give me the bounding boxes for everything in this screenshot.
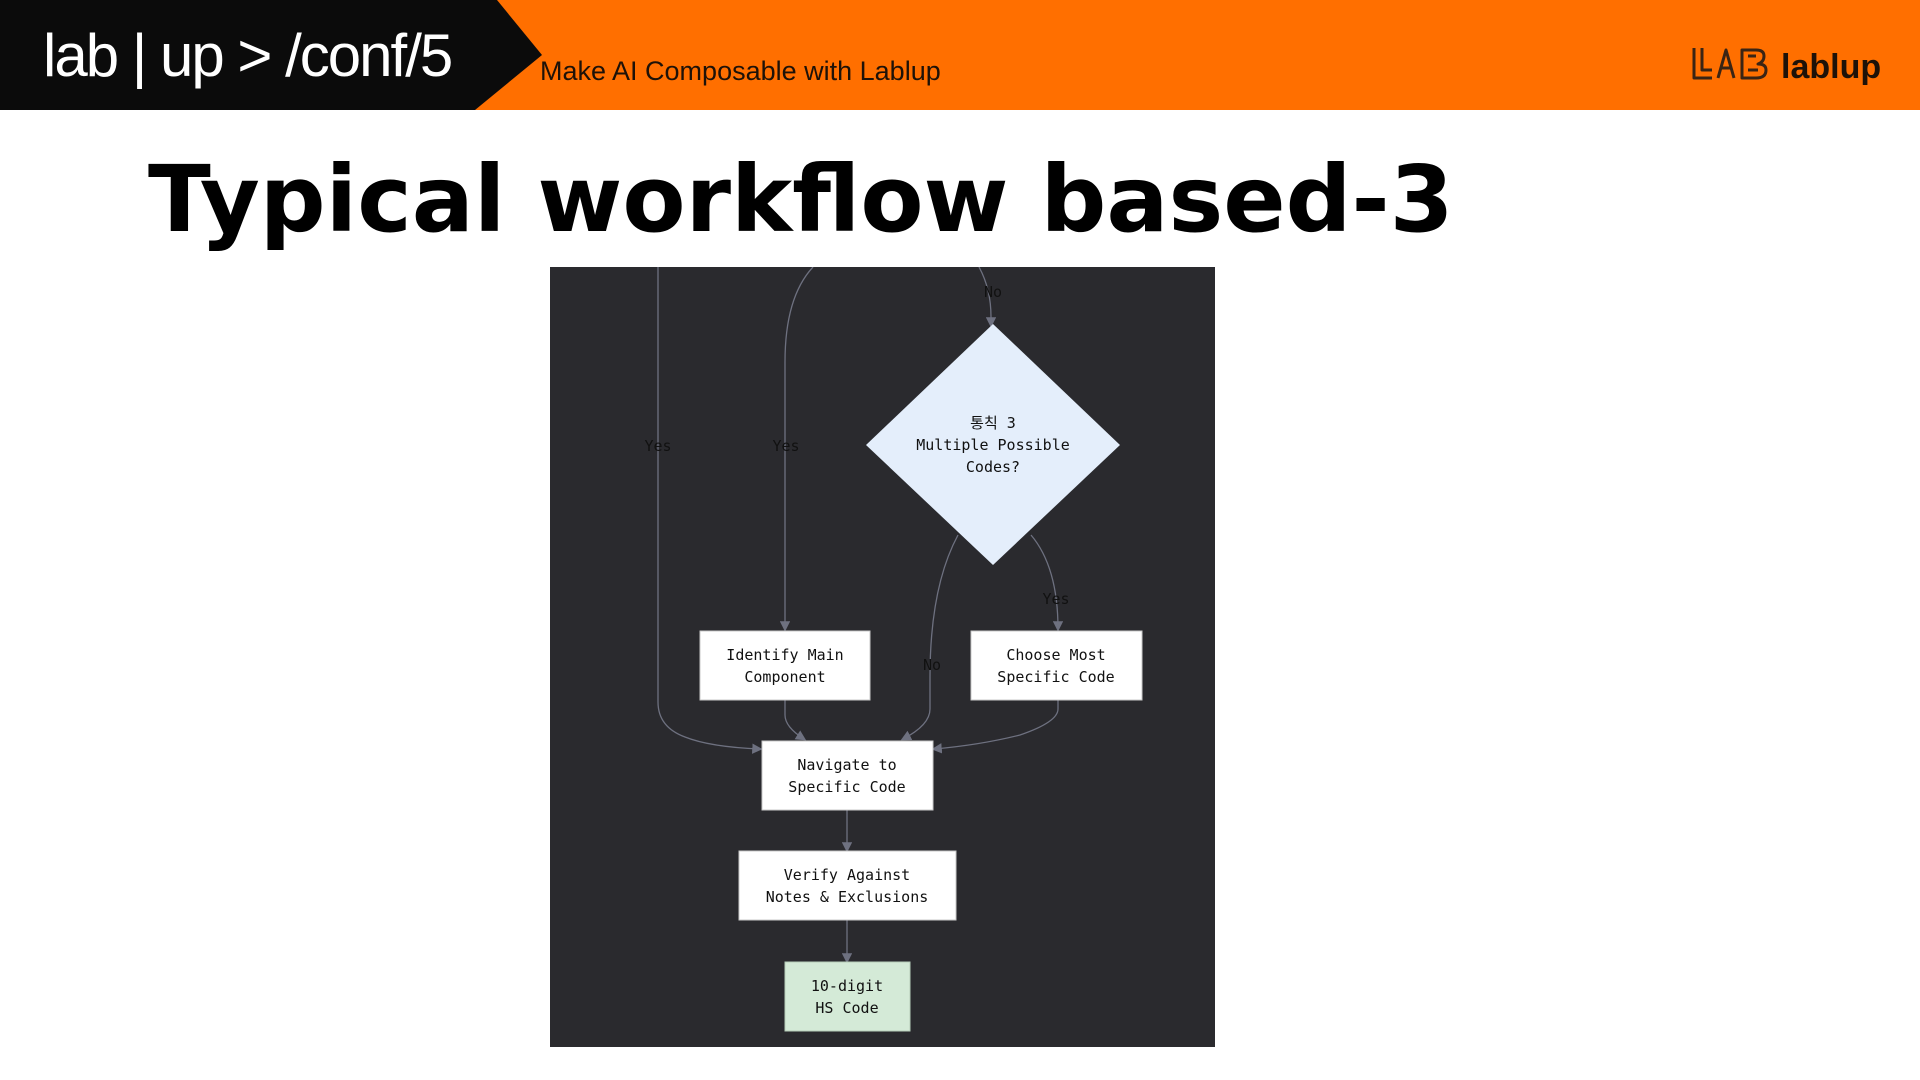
decision-rule3-line2: Multiple Possible (916, 436, 1070, 454)
verify-line1: Verify Against (784, 866, 910, 884)
edge-decision-no (900, 534, 959, 741)
node-identify-main-component: Identify Main Component (699, 630, 871, 701)
navigate-line2: Specific Code (788, 778, 905, 796)
conference-logo-block (0, 0, 542, 110)
workflow-flowchart: No Yes Yes Yes No 통칙 3 Multiple Possible… (550, 267, 1215, 1047)
result-line1: 10-digit (811, 977, 883, 995)
edge-label-top-no: No (984, 283, 1002, 301)
decision-rule3-line3: Codes? (966, 458, 1020, 476)
edge-left-yes (657, 267, 763, 754)
choose-specific-line1: Choose Most (1006, 646, 1105, 664)
node-10-digit-hs-code: 10-digit HS Code (784, 961, 911, 1032)
edge-label-middle-yes: Yes (772, 437, 799, 455)
lablup-mark-icon (1692, 48, 1768, 80)
header-banner: lab | up > /conf/5 Make AI Composable wi… (0, 0, 1920, 110)
node-navigate-to-specific-code: Navigate to Specific Code (761, 740, 934, 811)
navigate-line1: Navigate to (797, 756, 896, 774)
edge-choose-navigate (931, 700, 1059, 754)
edge-middle-yes (779, 267, 814, 632)
identify-main-line2: Component (744, 668, 825, 686)
conference-logo: lab | up > /conf/5 (43, 22, 453, 89)
brand-name: lablup (1781, 48, 1882, 86)
result-line2: HS Code (815, 999, 878, 1017)
edge-top-no (978, 267, 997, 328)
identify-main-line1: Identify Main (726, 646, 843, 664)
decision-rule3-line1: 통칙 3 (970, 414, 1016, 432)
edge-identify-navigate (784, 700, 807, 741)
node-verify-against-notes: Verify Against Notes & Exclusions (738, 850, 957, 921)
node-choose-most-specific-code: Choose Most Specific Code (970, 630, 1143, 701)
choose-specific-line2: Specific Code (997, 668, 1114, 686)
edge-decision-yes (1030, 534, 1064, 632)
edge-label-decision-yes: Yes (1042, 590, 1069, 608)
edge-label-decision-no: No (923, 656, 941, 674)
decision-node-rule3: 통칙 3 Multiple Possible Codes? (866, 324, 1120, 565)
slide-title: Typical workflow based-3 (148, 146, 1454, 253)
header-tagline: Make AI Composable with Lablup (540, 56, 941, 86)
verify-line2: Notes & Exclusions (766, 888, 929, 906)
edge-label-left-yes: Yes (644, 437, 671, 455)
